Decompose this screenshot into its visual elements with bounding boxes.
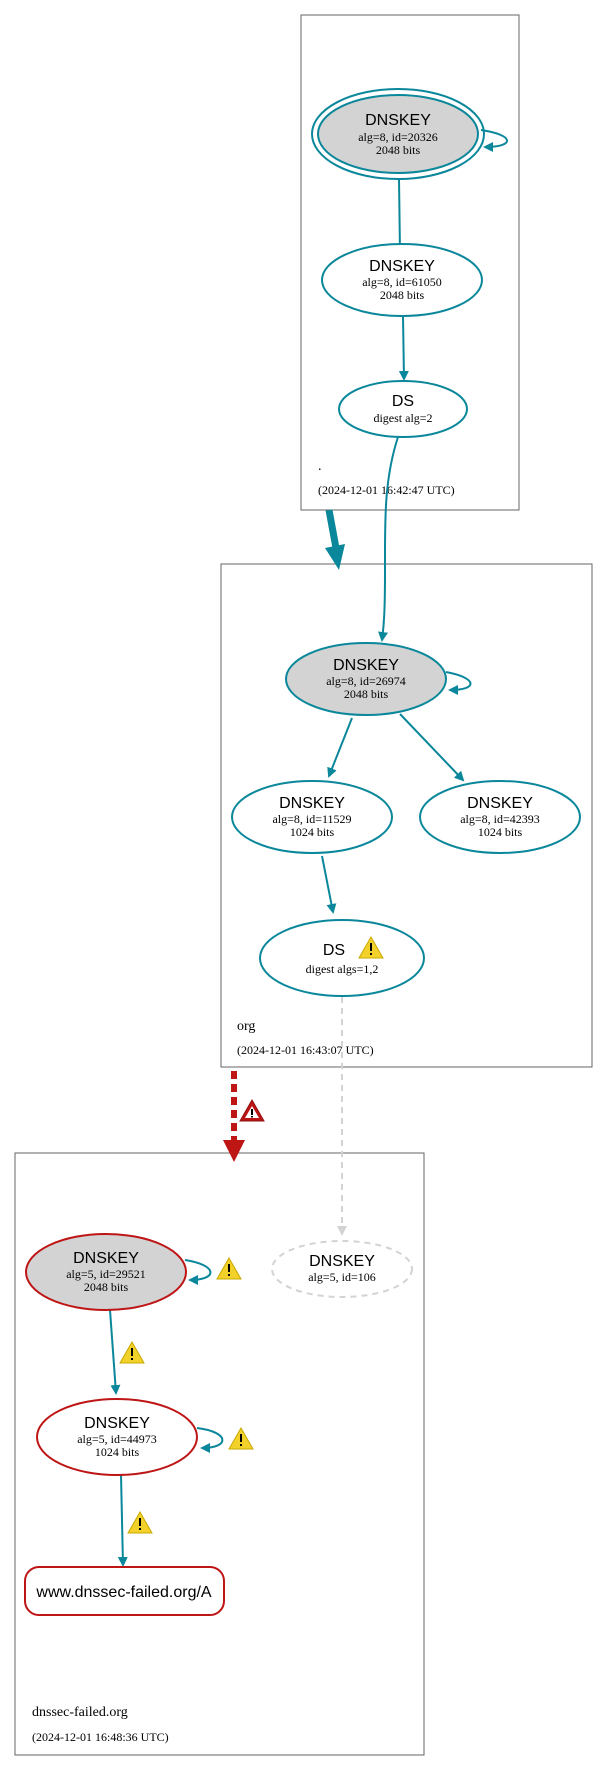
node-org-zsk2-id: alg=8, id=42393 (460, 812, 540, 826)
warning-icon (127, 1510, 153, 1534)
node-record-a[interactable]: www.dnssec-failed.org/A (24, 1566, 225, 1616)
edge-org-ksk-self (445, 671, 472, 695)
zone-root-name: . (318, 459, 322, 474)
node-root-zsk-title: DNSKEY (369, 258, 435, 275)
node-missing-key[interactable]: DNSKEY alg=5, id=106 (271, 1240, 413, 1298)
warning-icon (216, 1256, 242, 1280)
node-root-ksk[interactable]: DNSKEY alg=8, id=20326 2048 bits (311, 88, 485, 180)
node-root-zsk-size: 2048 bits (380, 288, 425, 302)
node-org-zsk2-title: DNSKEY (467, 795, 533, 812)
node-org-ds-digest: digest alg=2 (373, 411, 432, 425)
edge-root-ksk-self (480, 129, 508, 152)
edge-org-ksk-to-zsk1 (327, 717, 353, 778)
delegation-root-to-org (325, 509, 340, 549)
node-org-ds[interactable]: DS digest alg=2 (338, 380, 468, 438)
node-org-ksk-id: alg=8, id=26974 (326, 674, 406, 688)
node-org-ksk-title: DNSKEY (333, 657, 399, 674)
node-failed-ksk-size: 2048 bits (84, 1280, 129, 1294)
warning-icon (119, 1340, 145, 1364)
node-root-zsk-id: alg=8, id=61050 (362, 275, 442, 289)
zone-org-name: org (237, 1019, 255, 1034)
node-root-ksk-id: alg=8, id=20326 (358, 130, 438, 144)
node-root-ksk-size: 2048 bits (376, 143, 421, 157)
warning-icon (228, 1426, 254, 1450)
node-failed-ksk-id: alg=5, id=29521 (66, 1267, 146, 1281)
zone-org-time: (2024-12-01 16:43:07 UTC) (237, 1043, 374, 1057)
node-org-zsk-11529[interactable]: DNSKEY alg=8, id=11529 1024 bits (231, 780, 393, 854)
edge-root-ksk-to-zsk (394, 178, 405, 255)
node-root-zsk[interactable]: DNSKEY alg=8, id=61050 2048 bits (321, 243, 483, 317)
error-icon (239, 1098, 265, 1122)
node-failed-ds[interactable]: DS digest algs=1,2 (259, 919, 425, 997)
node-org-ds-title: DS (392, 393, 414, 410)
node-org-zsk1-title: DNSKEY (279, 795, 345, 812)
edge-failed-ksk-self (184, 1259, 212, 1285)
node-org-zsk1-id: alg=8, id=11529 (272, 812, 351, 826)
node-org-zsk-42393[interactable]: DNSKEY alg=8, id=42393 1024 bits (419, 780, 581, 854)
node-failed-zsk[interactable]: DNSKEY alg=5, id=44973 1024 bits (36, 1398, 198, 1476)
warning-icon (358, 935, 384, 959)
delegation-org-to-failed-head (223, 1140, 245, 1162)
zone-failed-name: dnssec-failed.org (32, 1705, 128, 1720)
node-failed-zsk-size: 1024 bits (95, 1445, 140, 1459)
delegation-root-to-org-head (325, 544, 345, 570)
node-missing-key-title: DNSKEY (309, 1253, 375, 1270)
edge-failed-ksk-to-zsk (109, 1309, 121, 1395)
edge-failed-zsk-to-record (117, 1474, 128, 1567)
edge-root-zsk-to-ds (398, 315, 409, 381)
node-failed-ds-digest: digest algs=1,2 (306, 962, 379, 976)
zone-failed-time: (2024-12-01 16:48:36 UTC) (32, 1730, 169, 1744)
node-org-zsk2-size: 1024 bits (478, 825, 523, 839)
node-org-ksk-size: 2048 bits (344, 687, 389, 701)
node-failed-zsk-id: alg=5, id=44973 (77, 1432, 157, 1446)
node-failed-ksk[interactable]: DNSKEY alg=5, id=29521 2048 bits (25, 1233, 187, 1311)
node-missing-key-id: alg=5, id=106 (308, 1270, 376, 1284)
edge-org-ksk-to-zsk2 (399, 713, 465, 782)
node-org-zsk1-size: 1024 bits (290, 825, 335, 839)
node-root-ksk-title: DNSKEY (365, 112, 431, 129)
edge-org-zsk1-to-ds (321, 855, 337, 914)
node-org-ksk[interactable]: DNSKEY alg=8, id=26974 2048 bits (285, 642, 447, 716)
node-record-label: www.dnssec-failed.org/A (35, 1584, 212, 1601)
edge-root-ds-to-org-ksk (378, 436, 399, 642)
node-failed-zsk-title: DNSKEY (84, 1415, 150, 1432)
edge-failed-zsk-self (196, 1427, 224, 1453)
node-failed-ksk-title: DNSKEY (73, 1250, 139, 1267)
node-failed-ds-title: DS (323, 942, 345, 959)
